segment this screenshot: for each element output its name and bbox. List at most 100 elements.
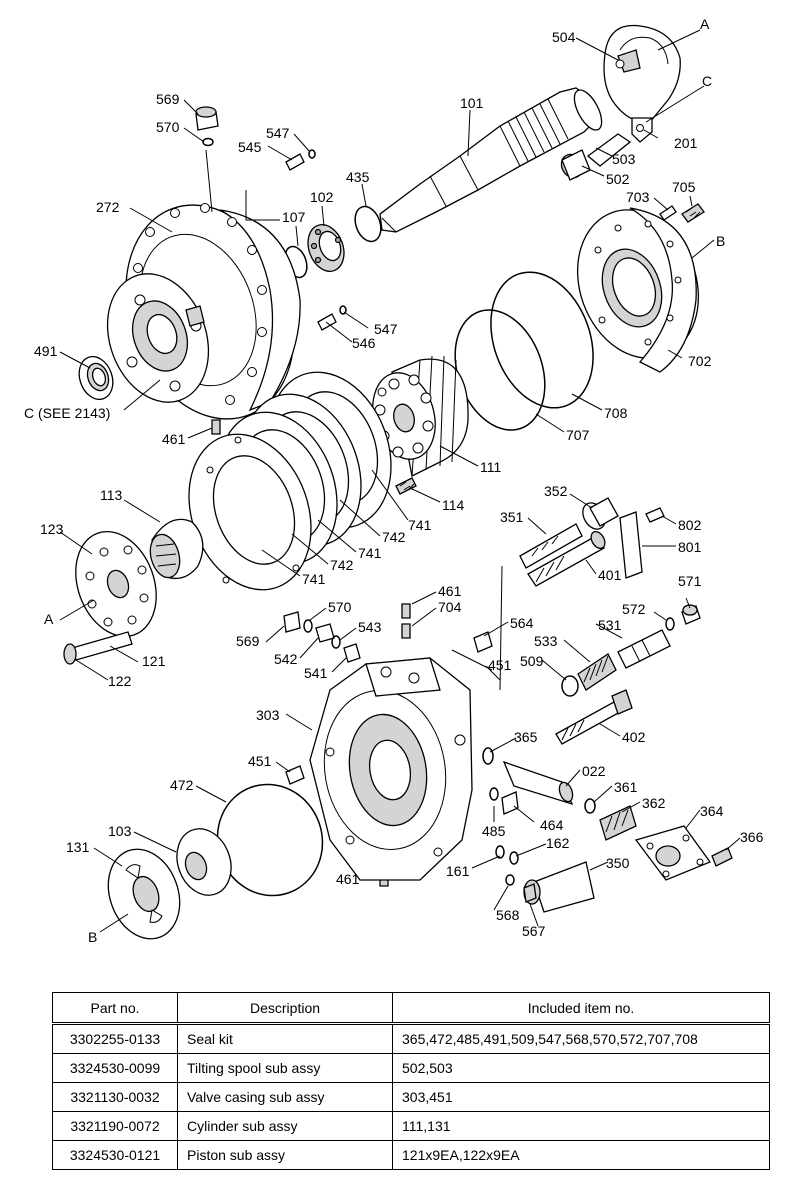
callout-161: 161 xyxy=(446,863,470,879)
table-header-row: Part no. Description Included item no. xyxy=(52,992,770,1024)
cell-included-items: 502,503 xyxy=(392,1053,770,1083)
callout-121: 121 xyxy=(142,653,166,669)
part-123-retainer-plate xyxy=(75,530,157,638)
column-header-description: Description xyxy=(177,992,393,1024)
callout-703: 703 xyxy=(626,189,650,205)
callout-103: 103 xyxy=(108,823,132,839)
part-569-plug xyxy=(195,106,219,147)
part-545-pin xyxy=(285,149,316,171)
callout-567: 567 xyxy=(522,923,546,939)
callout-107: 107 xyxy=(282,209,306,225)
cell-description: Piston sub assy xyxy=(177,1140,393,1170)
leader-lines xyxy=(59,29,741,933)
callout-113: 113 xyxy=(100,487,123,503)
callout-A-left: A xyxy=(44,611,54,627)
part-362-spring xyxy=(599,805,637,841)
part-464-485-plug xyxy=(489,787,519,815)
callout-131: 131 xyxy=(66,839,90,855)
part-801-802-plate xyxy=(619,507,665,579)
callout-531: 531 xyxy=(598,617,622,633)
callout-741-a: 741 xyxy=(408,517,432,533)
part-161-162-o-rings xyxy=(495,845,519,865)
callout-461-top: 461 xyxy=(162,431,186,447)
part-702-plate xyxy=(576,207,700,373)
callout-533: 533 xyxy=(534,633,558,649)
callout-401: 401 xyxy=(598,567,622,583)
cell-description: Seal kit xyxy=(177,1022,393,1054)
callout-303: 303 xyxy=(256,707,280,723)
cell-part-no: 3302255-0133 xyxy=(52,1022,178,1054)
cell-included-items: 111,131 xyxy=(392,1111,770,1141)
callout-464: 464 xyxy=(540,817,564,833)
part-drawings xyxy=(63,24,733,940)
cell-description: Tilting spool sub assy xyxy=(177,1053,393,1083)
callout-571: 571 xyxy=(678,573,702,589)
callout-570-top: 570 xyxy=(156,119,180,135)
table-row: 3324530-0099 Tilting spool sub assy 502,… xyxy=(52,1053,770,1083)
callout-572: 572 xyxy=(622,601,646,617)
cell-included-items: 303,451 xyxy=(392,1082,770,1112)
callout-461-low: 461 xyxy=(336,871,360,887)
callout-707: 707 xyxy=(566,427,590,443)
callout-201: 201 xyxy=(674,135,698,151)
callout-111: 111 xyxy=(480,459,501,475)
part-435-snap-ring xyxy=(354,205,382,243)
callout-402: 402 xyxy=(622,729,646,745)
table-row: 3324530-0121 Piston sub assy 121x9EA,122… xyxy=(52,1140,770,1170)
callout-162: 162 xyxy=(546,835,570,851)
callout-504: 504 xyxy=(552,29,576,45)
part-708-o-ring xyxy=(490,271,594,409)
callout-568: 568 xyxy=(496,907,520,923)
part-504-tilt-piece xyxy=(603,24,681,143)
part-114-spring xyxy=(395,477,417,495)
callout-364: 364 xyxy=(700,803,724,819)
callout-350: 350 xyxy=(606,855,630,871)
cell-part-no: 3321130-0032 xyxy=(52,1082,178,1112)
cell-description: Cylinder sub assy xyxy=(177,1111,393,1141)
callout-122: 122 xyxy=(108,673,132,689)
part-121-piston xyxy=(63,631,133,665)
callout-702: 702 xyxy=(688,353,712,369)
callout-491: 491 xyxy=(34,343,58,359)
table-row: 3321130-0032 Valve casing sub assy 303,4… xyxy=(52,1082,770,1112)
callout-802: 802 xyxy=(678,517,702,533)
part-364-cover xyxy=(634,825,733,881)
callout-547-top: 547 xyxy=(266,125,290,141)
column-header-part-no: Part no. xyxy=(52,992,178,1024)
callout-435: 435 xyxy=(346,169,370,185)
part-102-bearing xyxy=(307,224,345,272)
callout-C-see-2143: C (SEE 2143) xyxy=(24,405,110,421)
cell-included-items: 121x9EA,122x9EA xyxy=(392,1140,770,1170)
part-502-503-tilt-pin xyxy=(560,133,632,181)
callout-708: 708 xyxy=(604,405,628,421)
callout-451-mid: 451 xyxy=(488,657,512,673)
callout-741-c: 741 xyxy=(302,571,326,587)
callout-labels: 504 A C 101 201 503 502 569 570 547 545 … xyxy=(24,16,764,945)
part-303-valve-casing xyxy=(309,657,473,881)
cell-part-no: 3321190-0072 xyxy=(52,1111,178,1141)
callout-543: 543 xyxy=(358,619,382,635)
part-703-705-pin-spring xyxy=(659,203,705,223)
part-401-bolt xyxy=(527,530,606,587)
part-351-352-valve xyxy=(519,497,619,569)
part-113-spherical-bush xyxy=(149,518,204,580)
callout-503: 503 xyxy=(612,151,636,167)
table-row: 3302255-0133 Seal kit 365,472,485,491,50… xyxy=(52,1022,770,1054)
part-491-oil-seal xyxy=(78,355,114,401)
callout-123: 123 xyxy=(40,521,64,537)
callout-542: 542 xyxy=(274,651,298,667)
part-103-bush xyxy=(176,828,232,896)
part-131-valve-plate xyxy=(107,848,181,940)
exploded-parts-diagram: 504 A C 101 201 503 502 569 570 547 545 … xyxy=(24,16,764,945)
callout-366: 366 xyxy=(740,829,764,845)
callout-351: 351 xyxy=(500,509,524,525)
callout-102: 102 xyxy=(310,189,334,205)
callout-114: 114 xyxy=(442,497,465,513)
callout-361: 361 xyxy=(614,779,638,795)
callout-352: 352 xyxy=(544,483,568,499)
callout-742-a: 742 xyxy=(382,529,406,545)
callout-570-mid: 570 xyxy=(328,599,352,615)
part-531-spool xyxy=(473,604,701,669)
part-022-spool xyxy=(482,747,596,814)
callout-569-mid: 569 xyxy=(236,633,260,649)
